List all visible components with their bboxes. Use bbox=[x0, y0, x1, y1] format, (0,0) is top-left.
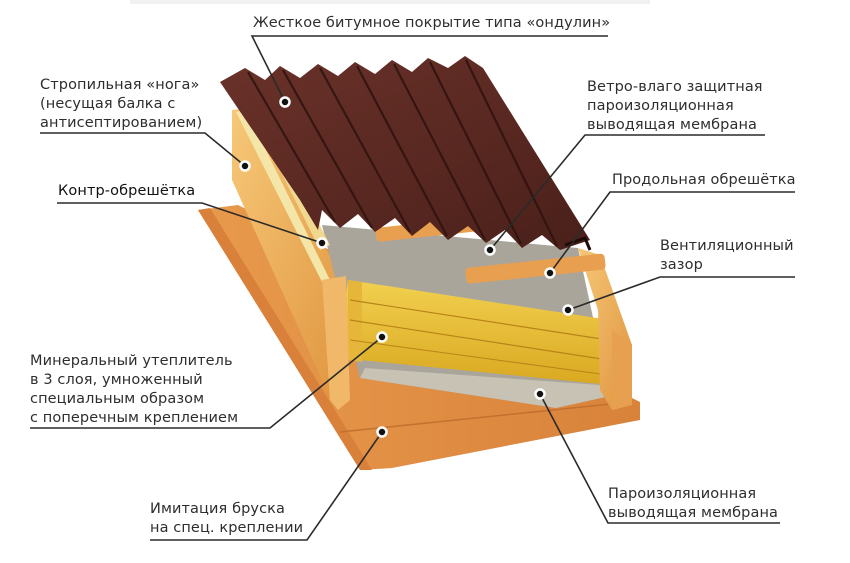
rafter-beam bbox=[232, 108, 348, 400]
label-imitation-beam: Имитация бруска на спец. креплении bbox=[150, 501, 304, 536]
leader-lines bbox=[30, 35, 795, 541]
label-roofing: Жесткое битумное покрытие типа «ондулин» bbox=[253, 15, 611, 31]
label-counter-batten: Контр-обрешётка bbox=[58, 183, 196, 199]
label-longitudinal-batten: Продольная обрешётка bbox=[612, 172, 796, 188]
top-edge-artifact bbox=[130, 0, 650, 4]
label-rafter: Стропильная «нога» (несущая балка с анти… bbox=[40, 77, 203, 131]
label-insulation: Минеральный утеплитель в 3 слоя, умножен… bbox=[30, 353, 239, 426]
mineral-insulation-block bbox=[342, 280, 610, 385]
marker-dots bbox=[239, 96, 574, 438]
right-rafter bbox=[578, 248, 632, 410]
label-vapor-membrane: Пароизоляционная выводящая мембрана bbox=[608, 486, 779, 521]
label-vent-gap: Вентиляционный зазор bbox=[660, 238, 794, 273]
front-rafter-post bbox=[322, 276, 350, 410]
label-wind-membrane: Ветро-влаго защитная пароизоляционная вы… bbox=[587, 79, 763, 133]
ondulin-roof-sheet bbox=[220, 56, 592, 251]
